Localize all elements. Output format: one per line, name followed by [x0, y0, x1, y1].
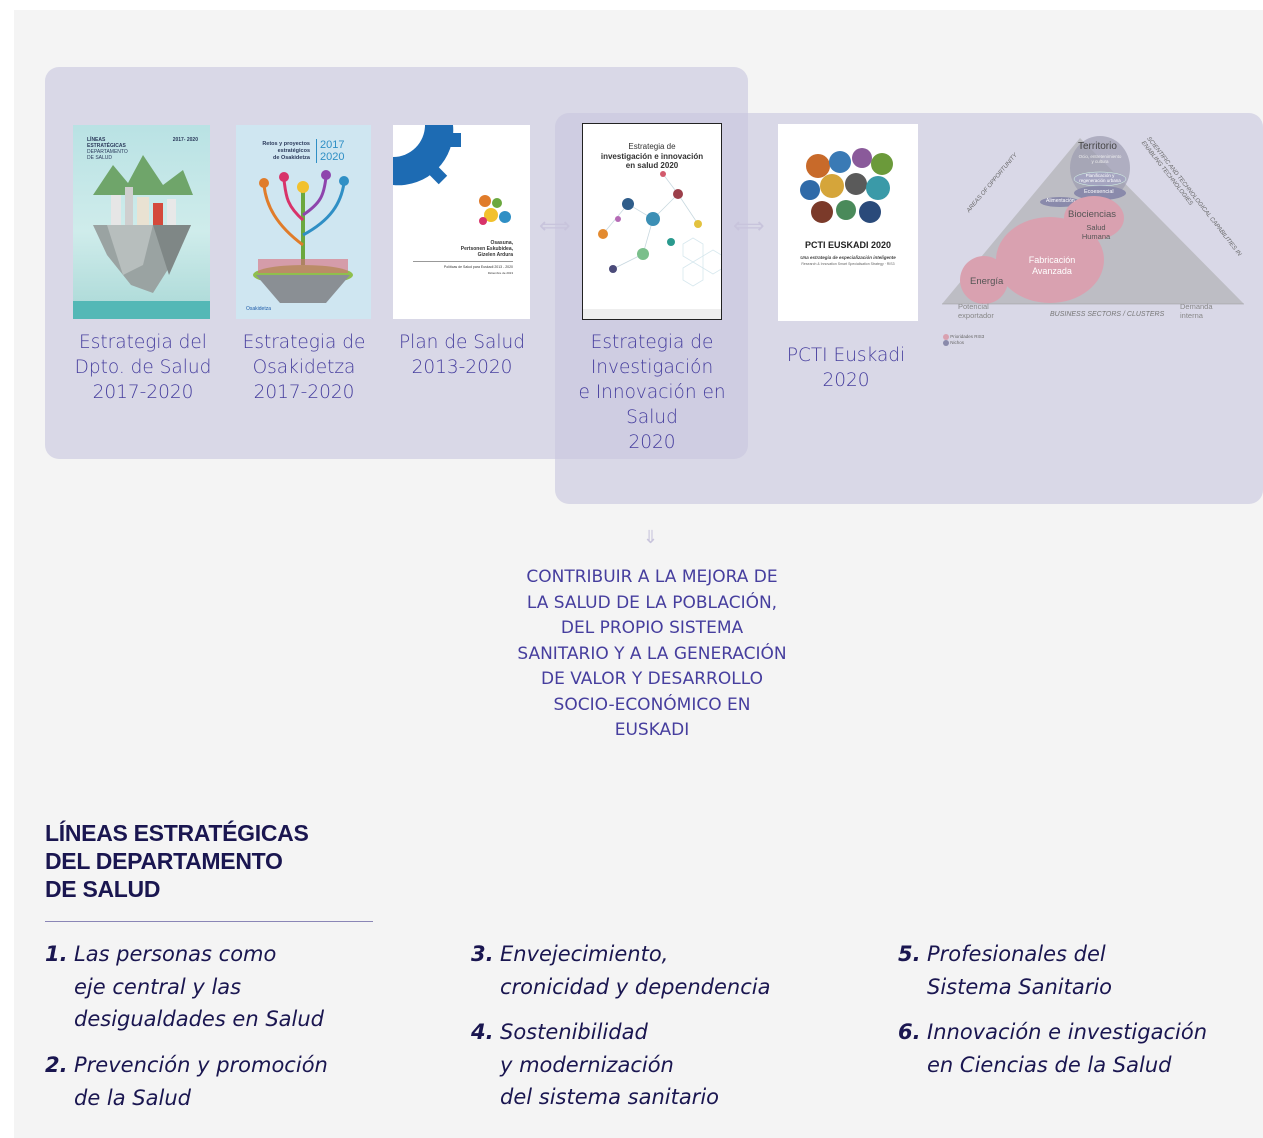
ris3-pyramid-diagram: Territorio Ocio, entretenimiento y cultu… [938, 132, 1256, 358]
molecule-network-illustration [583, 171, 721, 319]
label-territorio: Territorio [1078, 141, 1117, 152]
line-text: Envejecimiento,cronicidad y dependencia [500, 942, 771, 999]
line-number: 6. [898, 1020, 921, 1044]
legend-swatch [943, 334, 949, 340]
line-number: 5. [898, 942, 921, 966]
section-divider [45, 921, 373, 922]
floating-island-illustration [73, 155, 210, 319]
legend-item-prioridades: Prioridades RIS3 [943, 334, 984, 340]
legend-label: Nichos [950, 340, 965, 346]
label-demanda: Demanda interna [1180, 302, 1213, 320]
osakidetza-logo: Osakidetza [246, 306, 272, 312]
cover-years: 2017- 2020 [172, 137, 198, 143]
gear-illustration [393, 125, 511, 225]
cover-title: Osasuna, Pertsonen Eskubidea, Gizelen Ar… [413, 240, 513, 276]
label-business-sectors: BUSINESS SECTORS / CLUSTERS [1050, 311, 1165, 318]
legend: Prioridades RIS3 Nichos [943, 334, 984, 346]
label-planificacion: Planificación y regeneración urbana [1079, 173, 1121, 183]
cover-title: PCTI EUSKADI 2020 [804, 240, 892, 250]
label-salud-humana: Salud Humana [1081, 223, 1111, 241]
cover-investigacion[interactable]: Estrategia de investigación e innovación… [582, 123, 722, 320]
label-ecoesencial: Ecoesencial [1084, 189, 1114, 195]
label-fabricacion: Fabricación Avanzada [1028, 255, 1076, 276]
label-ocio: Ocio, entretenimiento y cultura [1078, 154, 1122, 164]
photo-circles-illustration [800, 148, 893, 223]
legend-swatch [943, 340, 949, 346]
line-number: 3. [471, 942, 494, 966]
cover-subtitle-en: Research & Innovation Smart Specialisati… [801, 262, 895, 266]
label-potencial: Potencial exportador [958, 302, 994, 320]
pyramid-shape [942, 136, 1244, 305]
arrow-left-right-icon: ⟺ [733, 213, 765, 238]
label-biociencias: Biociencias [1068, 209, 1117, 220]
arrow-down-icon: ⇓ [643, 527, 659, 547]
cover-subtitle: Una estrategia de especialización inteli… [800, 255, 896, 260]
label-alimentacion: Alimentación [1046, 198, 1075, 204]
strategic-line-3: 3. Envejecimiento,cronicidad y dependenc… [471, 938, 770, 1003]
line-number: 4. [471, 1020, 494, 1044]
line-number: 2. [45, 1053, 68, 1077]
cover-pcti[interactable]: PCTI EUSKADI 2020 Una estrategia de espe… [778, 124, 918, 321]
cover-plan-salud[interactable]: Osasuna, Pertsonen Eskubidea, Gizelen Ar… [393, 125, 530, 319]
legend-item-nichos: Nichos [943, 340, 984, 346]
arrow-left-right-icon: ⟺ [539, 213, 571, 238]
cover-title: Estrategia de investigación e innovación… [600, 142, 704, 170]
label-energia: Energía [970, 276, 1004, 287]
tree-network-illustration [253, 170, 353, 303]
legend-label: Prioridades RIS3 [950, 334, 985, 340]
line-number: 1. [45, 942, 68, 966]
